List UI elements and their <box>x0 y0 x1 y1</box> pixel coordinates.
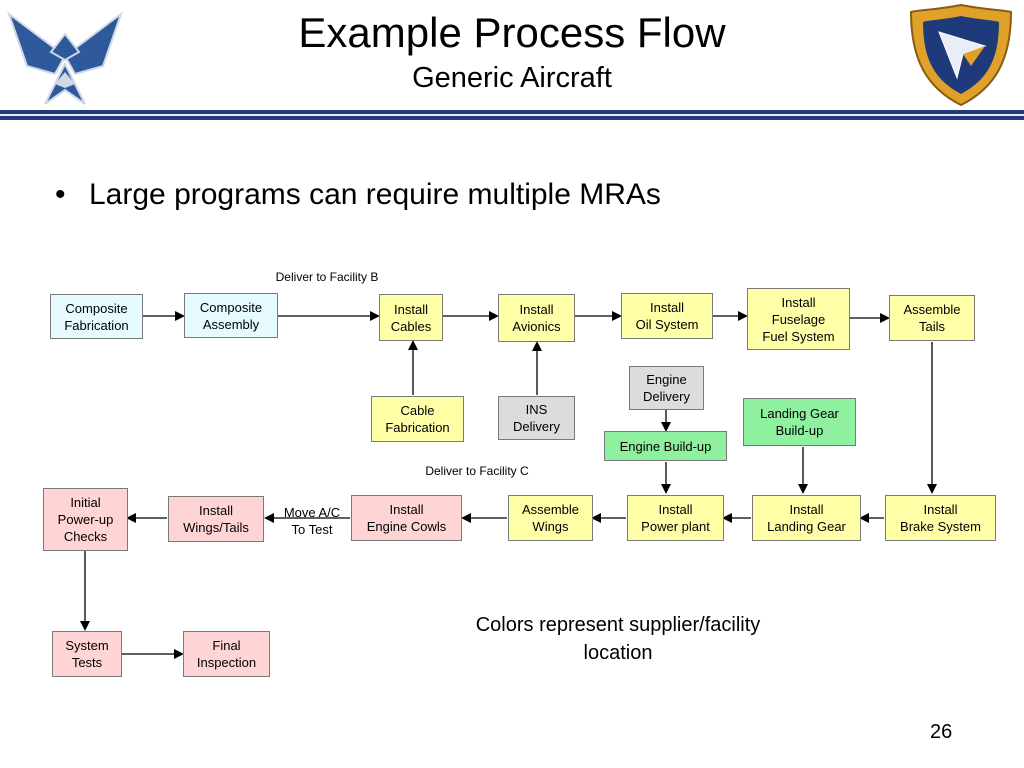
assemble-wings-box: Assemble Wings <box>508 495 593 541</box>
install-avionics-box: Install Avionics <box>498 294 575 342</box>
page-subtitle: Generic Aircraft <box>412 62 612 94</box>
air-force-wings-logo <box>5 4 125 108</box>
install-landing-gear-box: Install Landing Gear <box>752 495 861 541</box>
ins-delivery-box: INS Delivery <box>498 396 575 440</box>
air-force-research-laboratory-shield <box>905 2 1017 108</box>
initial-powerup-checks-box: Initial Power-up Checks <box>43 488 128 551</box>
engine-delivery-box: Engine Delivery <box>629 366 704 410</box>
install-fuselage-fuel-system-box: Install Fuselage Fuel System <box>747 288 850 350</box>
page-number: 26 <box>930 721 953 743</box>
final-inspection-box: Final Inspection <box>183 631 270 677</box>
install-oil-system-box: Install Oil System <box>621 293 713 339</box>
install-power-plant-box: Install Power plant <box>627 495 724 541</box>
install-engine-cowls-box: Install Engine Cowls <box>351 495 462 541</box>
deliver-to-facility-c-label: Deliver to Facility C <box>425 464 529 478</box>
system-tests-box: System Tests <box>52 631 122 677</box>
assemble-tails-box: Assemble Tails <box>889 295 975 341</box>
composite-assembly-box: Composite Assembly <box>184 293 278 338</box>
bullet-symbol: • <box>55 178 66 211</box>
header-divider <box>0 110 1024 120</box>
color-legend-note: Colors represent supplier/facility locat… <box>475 614 761 664</box>
cable-fabrication-box: Cable Fabrication <box>371 396 464 442</box>
deliver-to-facility-b-label: Deliver to Facility B <box>275 270 379 284</box>
install-cables-box: Install Cables <box>379 294 443 341</box>
install-wings-tails-box: Install Wings/Tails <box>168 496 264 542</box>
install-brake-system-box: Install Brake System <box>885 495 996 541</box>
composite-fabrication-box: Composite Fabrication <box>50 294 143 339</box>
engine-buildup-box: Engine Build-up <box>604 431 727 461</box>
landing-gear-buildup-box: Landing Gear Build-up <box>743 398 856 446</box>
bullet-point: • Large programs can require multiple MRA… <box>55 175 661 215</box>
bullet-text: Large programs can require multiple MRAs <box>89 178 661 211</box>
move-ac-to-test-label: Move A/C To Test <box>283 505 341 537</box>
page-title: Example Process Flow <box>298 9 726 56</box>
